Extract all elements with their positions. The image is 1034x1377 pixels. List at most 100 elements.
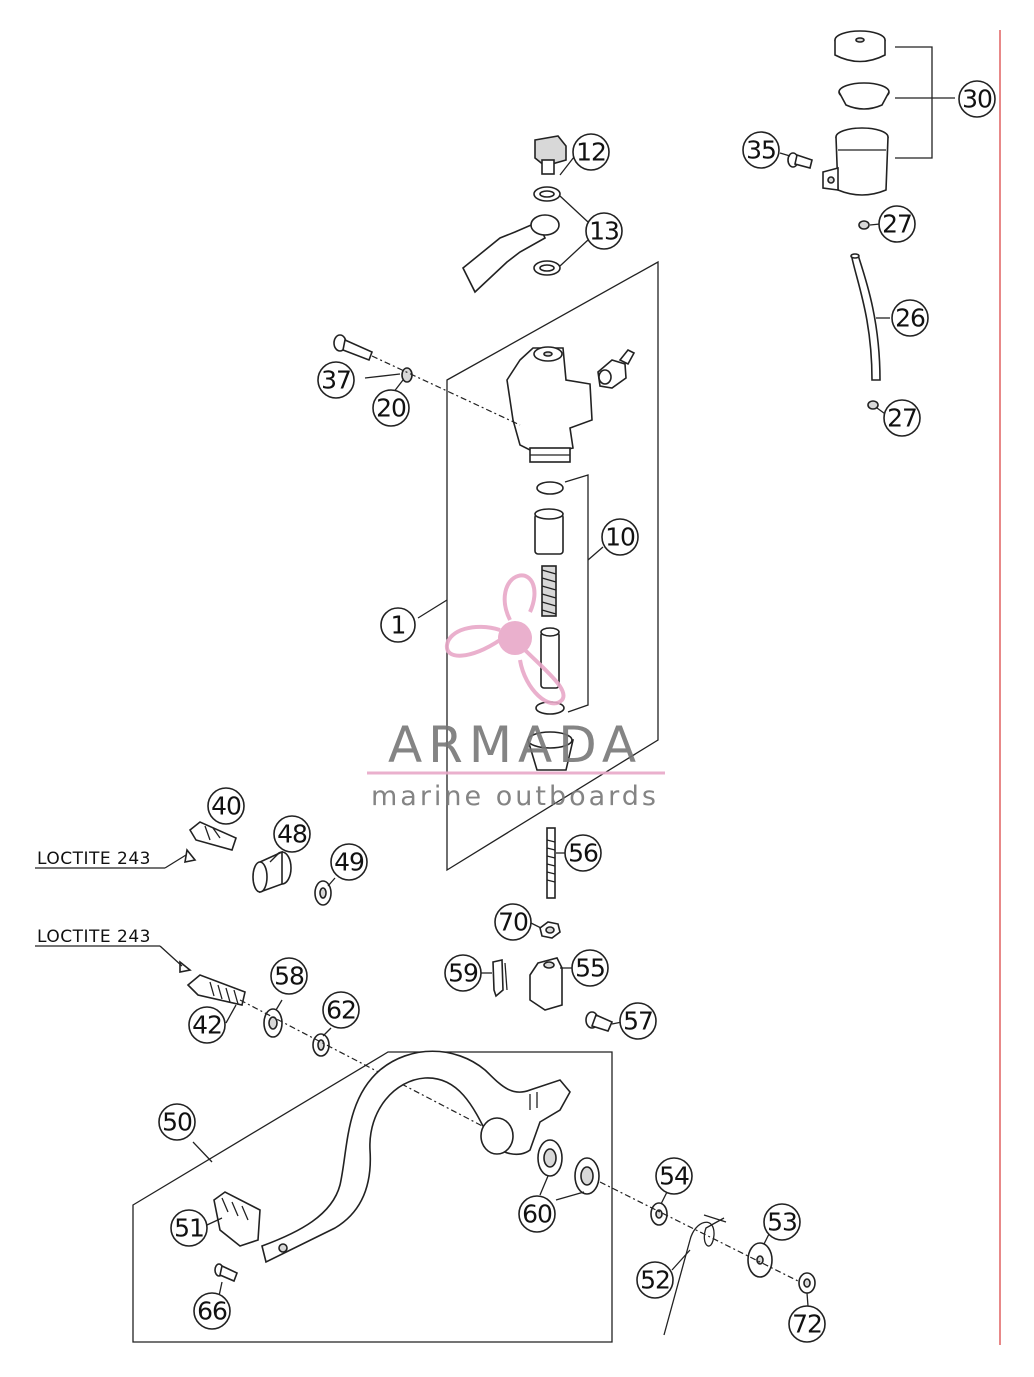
svg-text:51: 51 xyxy=(174,1214,204,1243)
svg-text:56: 56 xyxy=(568,839,598,868)
callout-40: 40 xyxy=(207,787,245,825)
spacer-62 xyxy=(312,1033,330,1057)
svg-text:53: 53 xyxy=(767,1208,797,1237)
nut-70 xyxy=(539,921,561,939)
push-rod xyxy=(546,827,556,899)
svg-text:59: 59 xyxy=(448,959,478,988)
hose-nipple xyxy=(597,348,636,389)
callout-62: 62 xyxy=(322,991,360,1029)
svg-text:48: 48 xyxy=(277,820,307,849)
reservoir-diaphragm xyxy=(838,82,890,110)
callout-27-upper: 27 xyxy=(878,205,916,243)
washer-42 xyxy=(179,960,192,973)
return-spring xyxy=(541,565,557,617)
screw-66 xyxy=(214,1263,239,1283)
dust-boot xyxy=(526,731,575,771)
washer-53 xyxy=(747,1242,773,1278)
callout-27-lower: 27 xyxy=(883,399,921,437)
svg-text:49: 49 xyxy=(334,848,364,877)
kit-10-bracket xyxy=(564,474,589,713)
svg-text:30: 30 xyxy=(962,85,992,114)
callout-70: 70 xyxy=(494,903,532,941)
callout-52: 52 xyxy=(636,1261,674,1299)
callout-20: 20 xyxy=(372,389,410,427)
svg-text:52: 52 xyxy=(640,1266,670,1295)
hose-clamp-upper xyxy=(858,220,870,230)
armada-watermark: ARMADA marine outboards xyxy=(367,573,665,812)
pedal-tip-51 xyxy=(213,1191,261,1247)
bushing-48 xyxy=(252,850,292,894)
callout-54: 54 xyxy=(655,1157,693,1195)
piston-sleeve xyxy=(534,508,564,555)
callout-53: 53 xyxy=(763,1203,801,1241)
callout-60: 60 xyxy=(518,1195,556,1233)
callout-10: 10 xyxy=(601,518,639,556)
callout-1: 1 xyxy=(380,607,416,643)
callout-35: 35 xyxy=(742,131,780,169)
callout-26: 26 xyxy=(891,299,929,337)
sealing-washer-lower xyxy=(533,260,561,276)
watermark-tagline: marine outboards xyxy=(371,781,659,812)
brake-pedal-arm xyxy=(261,1050,571,1264)
callout-58: 58 xyxy=(270,957,308,995)
reservoir-hose xyxy=(850,253,881,381)
master-cylinder-frame xyxy=(446,260,659,872)
bearing-60a xyxy=(537,1139,563,1177)
svg-text:57: 57 xyxy=(623,1007,653,1036)
loctite-note-upper: LOCTITE 243 xyxy=(37,849,151,869)
propeller-hub xyxy=(498,621,532,655)
svg-text:13: 13 xyxy=(589,217,619,246)
svg-text:50: 50 xyxy=(162,1108,192,1137)
washer-58 xyxy=(263,1008,283,1038)
sealing-washer-upper xyxy=(533,186,561,202)
clip-59 xyxy=(492,959,508,998)
callout-50: 50 xyxy=(158,1103,196,1141)
propeller-logo xyxy=(444,573,566,706)
svg-text:60: 60 xyxy=(522,1200,552,1229)
pedal-frame xyxy=(132,1051,613,1343)
svg-text:27: 27 xyxy=(887,404,917,433)
banjo-hose xyxy=(461,214,560,294)
screw-35 xyxy=(787,152,813,169)
callout-59: 59 xyxy=(444,954,482,992)
washer-54 xyxy=(650,1202,668,1226)
reservoir-cap xyxy=(834,30,886,63)
callout-57: 57 xyxy=(619,1002,657,1040)
svg-text:54: 54 xyxy=(659,1162,689,1191)
svg-text:66: 66 xyxy=(197,1297,227,1326)
callout-66: 66 xyxy=(193,1292,231,1330)
nut-49 xyxy=(314,880,332,906)
bearing-60b xyxy=(574,1157,600,1195)
screw-37 xyxy=(333,334,374,362)
svg-text:27: 27 xyxy=(882,210,912,239)
callout-48: 48 xyxy=(273,815,311,853)
svg-text:12: 12 xyxy=(576,138,606,167)
callout-56: 56 xyxy=(564,834,602,872)
svg-text:10: 10 xyxy=(605,523,635,552)
callout-13: 13 xyxy=(585,212,623,250)
svg-text:20: 20 xyxy=(376,394,406,423)
callout-37: 37 xyxy=(317,361,355,399)
hose-clamp-lower xyxy=(867,400,879,410)
callout-42: 42 xyxy=(188,1006,226,1044)
piston xyxy=(540,627,560,689)
nut-72 xyxy=(798,1272,816,1294)
o-ring-top xyxy=(536,481,564,495)
loctite-note-lower: LOCTITE 243 xyxy=(37,927,151,947)
callout-72: 72 xyxy=(788,1305,826,1343)
reservoir-bracket xyxy=(895,46,955,159)
svg-text:37: 37 xyxy=(321,366,351,395)
nut-20 xyxy=(401,367,413,383)
callout-55: 55 xyxy=(571,949,609,987)
return-spring-52 xyxy=(663,1214,727,1336)
svg-text:40: 40 xyxy=(211,792,241,821)
svg-text:26: 26 xyxy=(895,304,925,333)
svg-text:62: 62 xyxy=(326,996,356,1025)
svg-text:35: 35 xyxy=(746,136,776,165)
pin-57 xyxy=(585,1011,614,1032)
svg-text:72: 72 xyxy=(792,1310,822,1339)
washer-40 xyxy=(184,848,197,864)
callout-49: 49 xyxy=(330,843,368,881)
svg-text:42: 42 xyxy=(192,1011,222,1040)
